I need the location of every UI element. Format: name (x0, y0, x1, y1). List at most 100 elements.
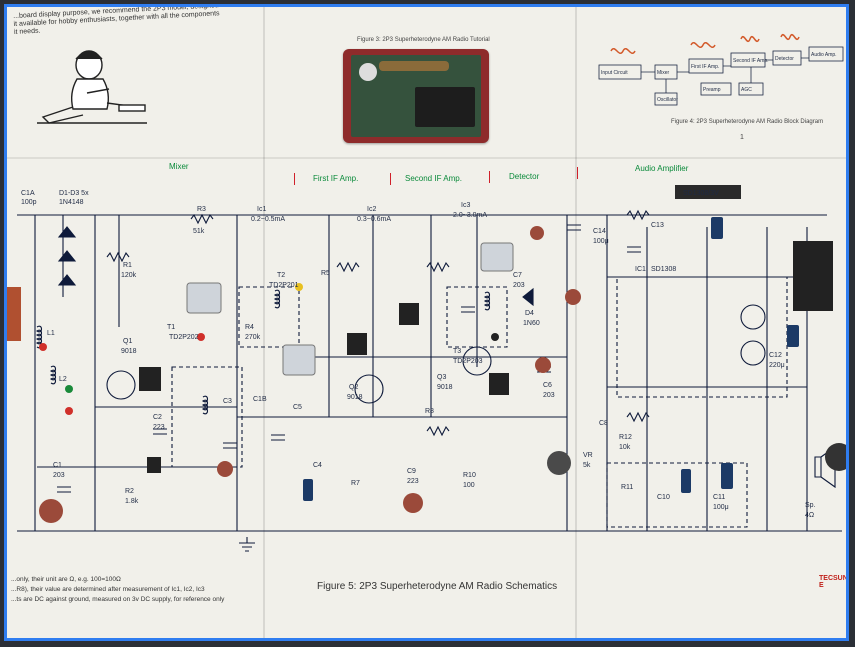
label-c1b: C1B (253, 396, 267, 403)
footnote: ...only, their unit are Ω, e.g. 100=100Ω… (11, 575, 261, 605)
footnote-line: ...ts are DC against ground, measured on… (11, 596, 225, 603)
if-transformer-photo (282, 344, 316, 376)
label-r1-val: 120k (121, 272, 137, 279)
label-vr-val: 5k (583, 462, 591, 469)
label-r2-val: 1.8k (125, 498, 139, 505)
label-c1a-val: 100p (21, 199, 37, 206)
main-caption: Figure 5: 2P3 Superheterodyne AM Radio S… (317, 581, 558, 592)
label-r4-val: 270k (245, 334, 261, 341)
page-number: 1 (740, 134, 744, 141)
section-second-if: Second IF Amp. (405, 174, 462, 183)
ic-chip-photo (675, 185, 741, 199)
schematic-diagram: C1A 100p D1-D3 5x 1N4148 R3 51k R1 120k … (7, 185, 846, 552)
marker-dot (65, 407, 73, 415)
marker-dot (295, 283, 303, 291)
label-t2: T2 (277, 272, 285, 279)
section-separator (390, 173, 391, 185)
if-transformer-photo (186, 282, 222, 314)
section-audio: Audio Amplifier (635, 164, 689, 173)
footnote-line: ...R8), their value are determined after… (11, 586, 205, 593)
if-transformer-photo (480, 242, 514, 272)
battery-holder (415, 87, 475, 127)
label-c4: C4 (313, 462, 322, 469)
block-label: Input Circuit (601, 70, 628, 76)
label-d4: D4 (525, 310, 534, 317)
label-q2-val: 9018 (347, 394, 363, 401)
label-t1-val: TD2P202 (169, 334, 199, 341)
label-ic2-current: Ic2 (367, 206, 376, 213)
transistor-photo (347, 333, 367, 355)
marker-dot (39, 343, 47, 351)
section-first-if: First IF Amp. (313, 174, 359, 183)
label-d1d3-val: 1N4148 (59, 199, 84, 206)
block-diagram: Input Circuit Mixer First IF Amp. Second… (598, 34, 844, 106)
block-label: Preamp (703, 87, 721, 93)
label-c5: C5 (293, 404, 302, 411)
label-c12: C12 (769, 352, 782, 359)
ceramic-cap-photo (403, 493, 423, 513)
screenshot-frame: ...board display purpose, we recommend t… (4, 4, 849, 641)
marker-dot (491, 333, 499, 341)
label-c11-val: 100μ (713, 504, 729, 511)
block-diagram-caption: Figure 4: 2P3 Superheterodyne AM Radio B… (671, 119, 824, 125)
label-c6-val: 203 (543, 392, 555, 399)
label-c1-val: 203 (53, 472, 65, 479)
volume-pot-photo (547, 451, 571, 475)
label-q2: Q2 (349, 384, 358, 391)
schematic-sheet: ...board display purpose, we recommend t… (7, 7, 846, 638)
ferrite-coil (379, 61, 449, 71)
label-r4: R4 (245, 324, 254, 331)
label-c9: C9 (407, 468, 416, 475)
label-ic3-current: Ic3 (461, 202, 470, 209)
intro-text: ...board display purpose, we recommend t… (13, 7, 262, 37)
ceramic-cap-photo (217, 461, 233, 477)
label-t1: T1 (167, 324, 175, 331)
section-detector: Detector (509, 172, 540, 181)
label-c14-val: 100μ (593, 238, 609, 245)
label-d4-val: 1N60 (523, 320, 540, 327)
label-r10: R10 (463, 472, 476, 479)
label-t2-val: TD2P201 (269, 282, 299, 289)
label-sp-val: 4Ω (805, 512, 814, 519)
ceramic-cap-photo (39, 499, 63, 523)
section-separator (577, 167, 578, 179)
block-label: Audio Amp. (811, 52, 837, 58)
label-d1d3: D1-D3 5x (59, 190, 89, 197)
label-ic1-current-val: 0.2~0.5mA (251, 216, 285, 223)
battery-pack-photo (793, 241, 833, 311)
label-l1: L1 (47, 330, 55, 337)
fold-line (7, 157, 846, 159)
block-label: First IF Amp. (691, 64, 719, 70)
label-r11: R11 (621, 484, 633, 491)
transistor-photo (139, 367, 161, 391)
label-c1a: C1A (21, 190, 35, 197)
fold-line (575, 7, 577, 638)
label-r3: R3 (197, 206, 206, 213)
label-ic1-val: SD1308 (651, 266, 676, 273)
label-ic-top: SD1308/3V (683, 190, 719, 197)
section-separator (489, 171, 490, 183)
electrolytic-cap-photo (711, 217, 723, 239)
ceramic-cap-photo (565, 289, 581, 305)
label-vr: VR (583, 452, 593, 459)
label-c12-val: 220μ (769, 362, 785, 369)
label-c13: C13 (651, 222, 664, 229)
label-ic1: IC1 (635, 266, 646, 273)
block-label: Second IF Amp. (733, 58, 769, 64)
photo-caption: Figure 3: 2P3 Superheterodyne AM Radio T… (357, 37, 490, 43)
fold-line (263, 7, 265, 638)
label-q3: Q3 (437, 374, 446, 381)
label-c2-val: 223 (153, 424, 165, 431)
block-label: AGC (741, 87, 752, 93)
section-mixer: Mixer (169, 162, 189, 171)
label-r8: R8 (425, 408, 434, 415)
label-c1: C1 (53, 462, 62, 469)
block-label: Oscillator (657, 97, 678, 103)
label-c2: C2 (153, 414, 162, 421)
label-c11: C11 (713, 494, 725, 501)
label-ic3-current-val: 2.0~3.0mA (453, 212, 487, 219)
label-r2: R2 (125, 488, 134, 495)
label-q1-val: 9018 (121, 348, 137, 355)
label-q3-val: 9018 (437, 384, 453, 391)
footnote-line: ...only, their unit are Ω, e.g. 100=100Ω (11, 576, 121, 583)
